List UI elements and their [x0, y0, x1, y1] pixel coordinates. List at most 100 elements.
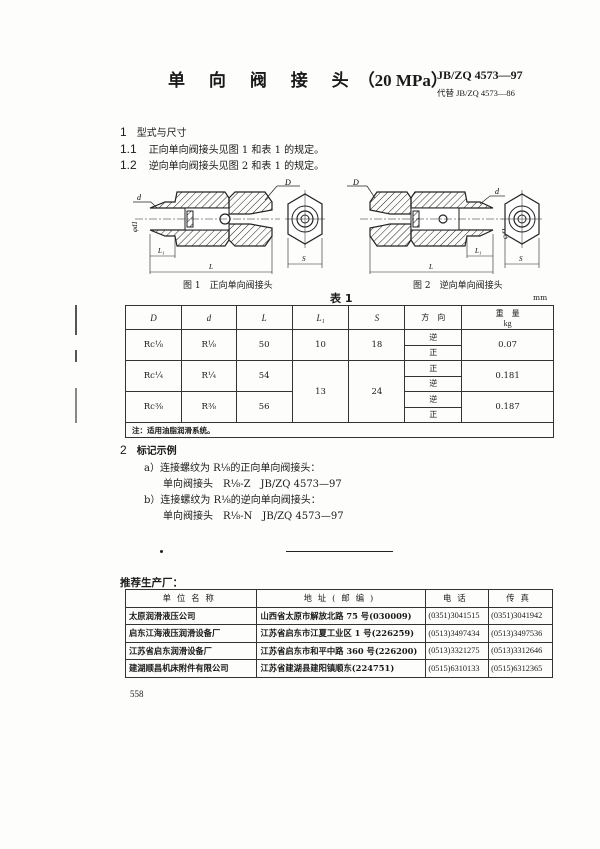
header-L: L: [235, 305, 293, 330]
cell-L: 56: [235, 391, 293, 423]
mfr-phone: (0515)6310133: [425, 659, 490, 678]
table-note: 注：适用油脂润滑系统。: [125, 422, 554, 438]
cell-D: Rc¼: [125, 360, 182, 392]
mfr-fax: (0513)3497536: [488, 624, 553, 643]
title-pressure: （20 MPa）: [357, 71, 448, 90]
cell-weight: 0.187: [461, 391, 554, 423]
cell-weight: 0.181: [461, 360, 554, 392]
weight-label: 重 量: [495, 308, 520, 318]
header-direction: 方 向: [404, 305, 463, 330]
mfr-row: 建湖顺昌机床附件有限公司 江苏省建湖县建阳镇顺东(224751) (0515)6…: [124, 659, 553, 678]
mfr-header-row: 单位名称 地址(邮编) 电话 传真: [124, 589, 553, 608]
mfr-row: 江苏省启东润滑设备厂 江苏省启东市和平中路 360 号(226200) (051…: [124, 641, 553, 660]
mfr-fax: (0515)6312365: [488, 659, 553, 678]
header-L1: L₁: [291, 305, 350, 330]
cell-direction: 逆: [404, 329, 463, 346]
svg-text:L₁: L₁: [474, 247, 481, 255]
speck: [160, 550, 163, 553]
section-2-heading: 2 标记示例: [120, 442, 177, 457]
svg-text:L: L: [208, 263, 213, 271]
page-number: 558: [130, 689, 144, 699]
figure-1-caption: 图 1 正向单向阀接头: [183, 281, 273, 291]
svg-text:S: S: [302, 255, 306, 263]
title-text: 单 向 阀 接 头: [168, 71, 358, 91]
section-divider: [286, 551, 393, 553]
clause-number: 1.2: [120, 158, 137, 172]
svg-text:S: S: [519, 255, 523, 263]
svg-text:L: L: [428, 263, 433, 271]
section-number: 2: [120, 443, 127, 457]
figure-2-caption: 图 2 逆向单向阀接头: [413, 281, 503, 291]
forward-valve-drawing: d D φd1 L₁ L S: [131, 178, 325, 274]
header-S: S: [348, 305, 406, 330]
cell-direction: 正: [404, 360, 463, 377]
table-row: Rc⅜ R⅜ 56 逆 0.187: [125, 391, 554, 423]
example-b-label: b）连接螺纹为 R⅛的逆向单向阀接头：: [144, 495, 321, 506]
page-title: 单 向 阀 接 头（20 MPa）: [168, 66, 448, 91]
mfr-fax: (0513)3312646: [488, 641, 553, 660]
clause-1-1: 1.1 正向单向阀接头见图 1 和表 1 的规定。: [120, 141, 324, 156]
figure-2-reverse-check-valve: D d φd1 L₁ L S 图 2 逆向单向阀接头: [345, 178, 555, 291]
svg-text:D: D: [284, 178, 291, 187]
cell-L1: 13: [291, 360, 350, 423]
mfr-name: 建湖顺昌机床附件有限公司: [124, 659, 258, 678]
cell-D: Rc⅛: [125, 329, 182, 361]
header-D: D: [125, 305, 182, 330]
cell-d: R⅛: [180, 329, 237, 361]
reverse-valve-drawing: D d φd1 L₁ L S: [347, 178, 542, 274]
section-1-heading: 1 型式与尺寸: [120, 124, 187, 139]
cell-L: 54: [235, 360, 293, 392]
cell-d: R⅜: [180, 391, 237, 423]
manufacturers-title: 推荐生产厂：: [120, 577, 183, 589]
section-number: 1: [120, 125, 127, 139]
example-b-marking: 单向阀接头 R⅛-N JB/ZQ 4573—97: [163, 511, 344, 522]
table-1-unit: mm: [533, 293, 548, 302]
clause-1-2: 1.2 逆向单向阀接头见图 2 和表 1 的规定。: [120, 157, 324, 172]
mfr-name: 启东江海液压润滑设备厂: [124, 624, 258, 643]
table-1-caption: 表 1: [330, 292, 353, 305]
mfr-address: 山西省太原市解放北路 75 号(030009): [256, 606, 427, 625]
mfr-fax: (0351)3041942: [488, 606, 553, 625]
table-row: Rc¼ R¼ 54 13 24 正 0.181: [125, 360, 554, 423]
mfr-row: 启东江海液压润滑设备厂 江苏省启东市江夏工业区 1 号(226259) (051…: [124, 624, 553, 643]
cell-direction: 正: [404, 406, 463, 423]
table-note-row: 注：适用油脂润滑系统。: [125, 422, 554, 438]
table-row: Rc⅛ R⅛ 50 10 18 逆 0.07: [125, 329, 554, 361]
clause-text: 正向单向阀接头见图 1 和表 1 的规定。: [148, 145, 325, 156]
header-address: 地址(邮编): [256, 589, 427, 608]
header-phone: 电话: [425, 589, 490, 608]
mfr-phone: (0513)3497434: [425, 624, 490, 643]
header-d: d: [180, 305, 237, 330]
cell-direction: 正: [404, 344, 463, 361]
header-fax: 传真: [488, 589, 553, 608]
cell-d: R¼: [180, 360, 237, 392]
cell-weight: 0.07: [461, 329, 554, 361]
clause-number: 1.1: [120, 142, 137, 156]
cell-L: 50: [235, 329, 293, 361]
svg-text:d: d: [495, 187, 500, 196]
section-title: 型式与尺寸: [136, 128, 187, 139]
replaces-standard: 代替 JB/ZQ 4573—86: [437, 88, 515, 98]
figure-1-forward-check-valve: d D φd1 L₁ L S 图 1 正向单向阀接头: [125, 178, 335, 291]
cell-L1: 10: [291, 329, 350, 361]
mfr-name: 太原润滑液压公司: [124, 606, 258, 625]
cell-S: 24: [348, 360, 406, 423]
mfr-phone: (0351)3041515: [425, 606, 490, 625]
cell-S: 18: [348, 329, 406, 361]
svg-text:D: D: [352, 178, 359, 187]
margin-scan-mark: [75, 350, 77, 362]
example-a-label: a）连接螺纹为 R⅛的正向单向阀接头：: [144, 463, 321, 474]
margin-scan-mark: [75, 388, 77, 423]
svg-text:φd1: φd1: [131, 221, 139, 232]
mfr-address: 江苏省启东市和平中路 360 号(226200): [256, 641, 427, 660]
header-unit-name: 单位名称: [124, 589, 258, 608]
example-a-marking: 单向阀接头 R⅛-Z JB/ZQ 4573—97: [163, 479, 342, 490]
clause-text: 逆向单向阀接头见图 2 和表 1 的规定。: [148, 161, 325, 172]
mfr-address: 江苏省建湖县建阳镇顺东(224751): [256, 659, 427, 678]
svg-text:d: d: [137, 193, 142, 202]
section-title: 标记示例: [136, 446, 177, 457]
